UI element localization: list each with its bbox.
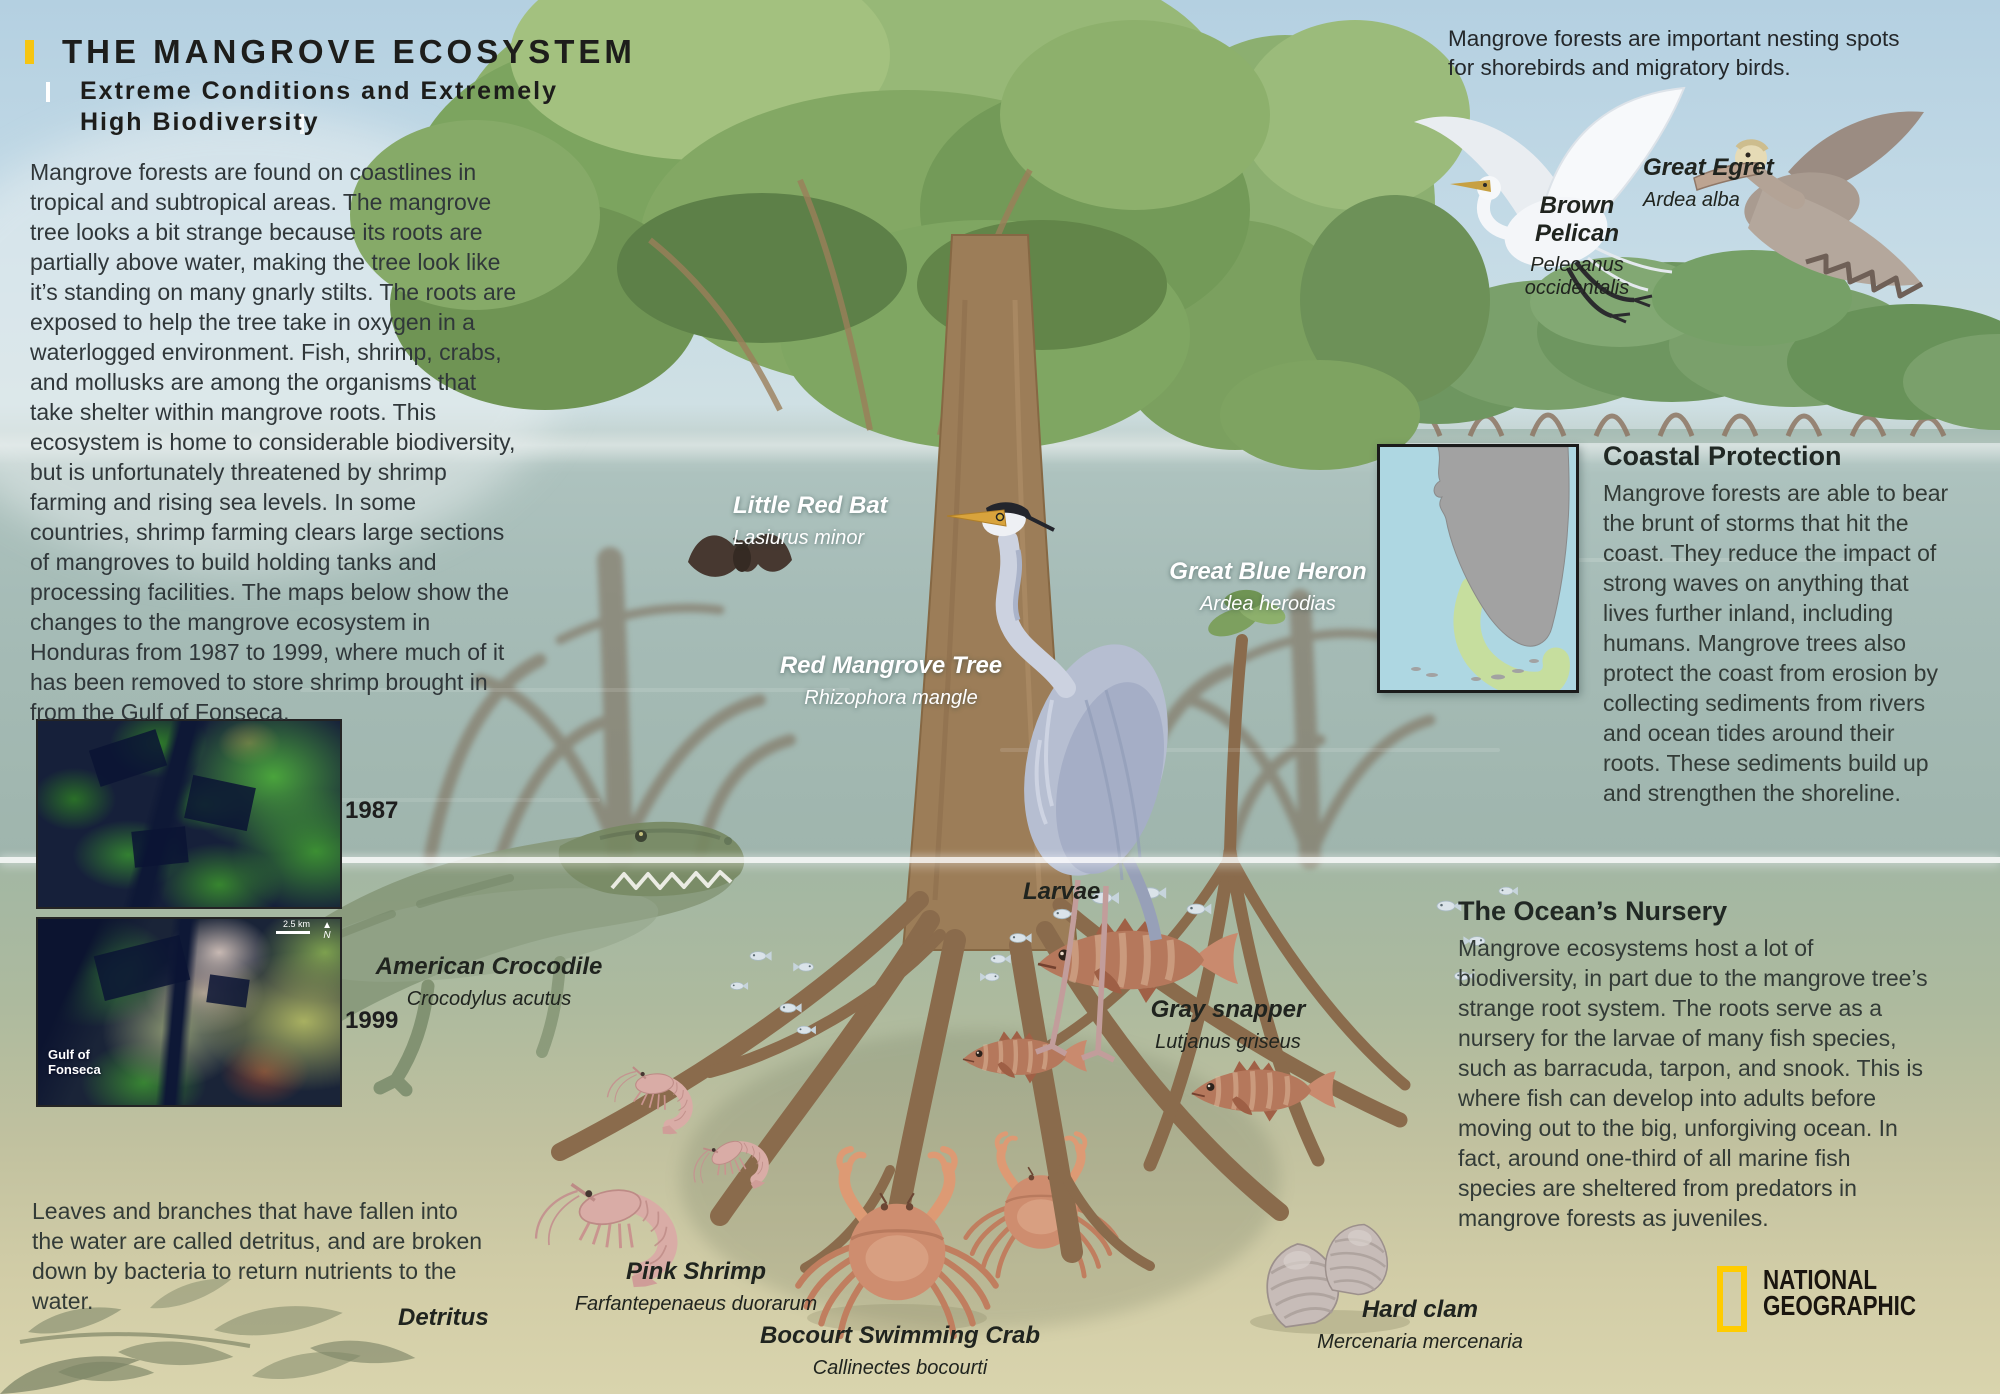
great-blue-heron-illustration xyxy=(946,502,1168,1063)
species-label-pink-shrimp: Pink Shrimp Farfantepenaeus duorarum xyxy=(574,1258,818,1315)
shrimp-pond xyxy=(184,774,256,832)
shrimp-pond xyxy=(206,974,250,1008)
natgeo-logo-line1: NATIONAL xyxy=(1763,1264,1878,1295)
nesting-note: Mangrove forests are important nesting s… xyxy=(1448,26,1900,80)
florida-landmass xyxy=(1433,446,1570,647)
species-label-little-red-bat: Little Red Bat Lasiurus minor xyxy=(733,492,888,549)
coastal-protection-heading: Coastal Protection xyxy=(1603,441,1842,471)
oceans-nursery-body: Mangrove ecosystems host a lot of biodiv… xyxy=(1458,935,1928,1231)
intro-paragraph: Mangrove forests are found on coastlines… xyxy=(30,159,517,725)
page-subtitle: Extreme Conditions and Extremely High Bi… xyxy=(80,77,559,136)
satellite-map-1999: 2.5 km ▲N Gulf of Fonseca xyxy=(36,917,342,1107)
natgeo-frame-icon xyxy=(1717,1266,1747,1332)
detritus-note: Leaves and branches that have fallen int… xyxy=(32,1198,483,1314)
coastal-protection-section: Coastal Protection Mangrove forests are … xyxy=(1603,441,1955,808)
gulf-of-fonseca-label: Gulf of Fonseca xyxy=(48,1047,101,1077)
species-label-brown-pelican: Brown Pelican Pelecanus occidentalis xyxy=(1524,192,1630,300)
florida-map-graphic xyxy=(1411,446,1570,699)
shrimp-pond xyxy=(131,826,189,868)
species-label-american-crocodile: American Crocodile Crocodylus acutus xyxy=(375,953,603,1010)
little-red-bat-illustration xyxy=(688,533,792,577)
prop-roots-illustration xyxy=(551,845,1411,1273)
map-year-1987: 1987 xyxy=(345,797,399,824)
species-label-bocourt-swimming-crab: Bocourt Swimming Crab Callinectes bocour… xyxy=(759,1322,1041,1379)
brown-pelican-illustration xyxy=(1693,111,1924,299)
hard-clam-illustration-2 xyxy=(1319,1217,1396,1300)
natgeo-logo-line2: GEOGRAPHIC xyxy=(1763,1290,1917,1321)
detritus-illustration xyxy=(0,1278,416,1394)
waterline xyxy=(0,857,2000,863)
species-label-hard-clam: Hard clam Mercenaria mercenaria xyxy=(1317,1296,1523,1353)
page-title: THE MANGROVE ECOSYSTEM xyxy=(62,33,636,70)
species-label-great-egret: Great Egret Ardea alba xyxy=(1643,154,1774,211)
natgeo-logo: NATIONAL GEOGRAPHIC xyxy=(1763,1264,1954,1321)
shrimp-pond xyxy=(88,729,168,787)
coastal-protection-body: Mangrove forests are able to bear the br… xyxy=(1603,480,1949,806)
oceans-nursery-section: The Ocean’s Nursery Mangrove ecosystems … xyxy=(1458,896,1932,1233)
map-scale-bar xyxy=(276,931,310,934)
great-egret-illustration xyxy=(1414,86,1686,324)
map-scale-label: 2.5 km xyxy=(282,919,310,929)
subtitle-tick-left xyxy=(46,82,50,102)
title-accent-tick xyxy=(25,40,34,64)
florida-keys xyxy=(1411,659,1539,681)
species-label-great-blue-heron: Great Blue Heron Ardea herodias xyxy=(1169,558,1367,615)
species-label-detritus: Detritus xyxy=(398,1304,489,1331)
species-label-red-mangrove-tree: Red Mangrove Tree Rhizophora mangle xyxy=(779,652,1003,709)
species-label-gray-snapper: Gray snapper Lutjanus griseus xyxy=(1150,996,1306,1053)
satellite-map-1987 xyxy=(36,719,342,909)
mangrove-sapling-illustration xyxy=(1208,589,1286,858)
north-arrow-icon: ▲N xyxy=(322,920,332,941)
florida-range-map xyxy=(1377,444,1579,699)
map-year-1999: 1999 xyxy=(345,1007,399,1034)
oceans-nursery-heading: The Ocean’s Nursery xyxy=(1458,896,1728,926)
shrimp-pond xyxy=(93,935,191,1001)
species-label-larvae: Larvae xyxy=(1023,878,1101,905)
